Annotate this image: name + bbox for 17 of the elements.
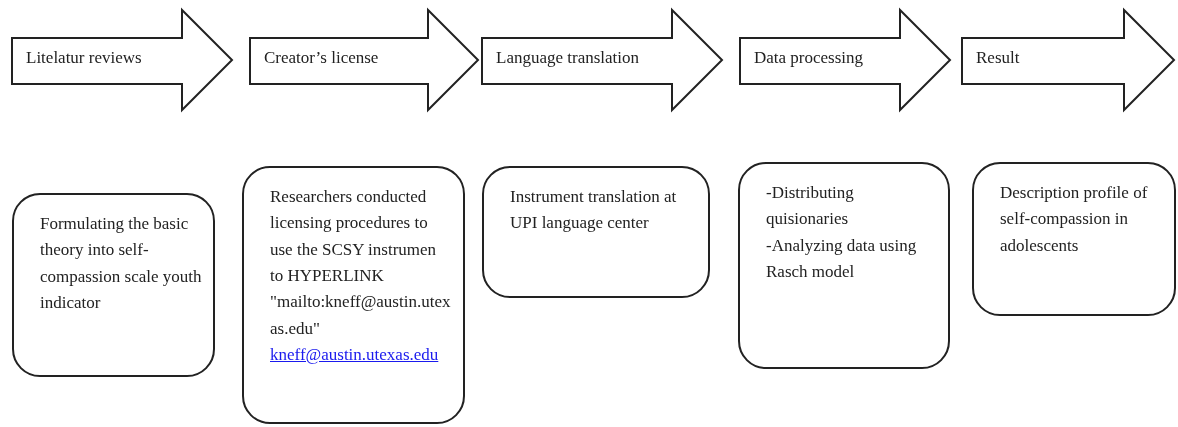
description-text: Formulating the basic theory into self-compassion scale youth indicator (40, 213, 203, 315)
rounded-box (972, 162, 1176, 316)
rounded-box (12, 193, 215, 377)
step-heading: Data processing (754, 47, 864, 69)
description-text: -Distributing quisionaries (766, 182, 855, 231)
step-heading: Litelatur reviews (26, 47, 142, 69)
email-link: kneff@austin.utexas.edu (270, 344, 439, 367)
rounded-box (738, 162, 950, 369)
rounded-box (242, 166, 465, 424)
description-text: Researchers conducted licensing procedures to use the SCSY instrumen to HYPERLINK "mailto:kneff@austin.utexas.edu" (270, 186, 452, 340)
step-heading: Creator’s license (264, 47, 379, 69)
description-text: -Analyzing data using Rasch model (766, 234, 918, 284)
description-text: Description profile of self-compassion in adolescents (1000, 182, 1149, 257)
description-text: Instrument translation at UPI language center (510, 186, 678, 235)
step-heading: Result (976, 47, 1020, 69)
rounded-box (482, 166, 710, 298)
step-heading: Language translation (496, 47, 640, 69)
